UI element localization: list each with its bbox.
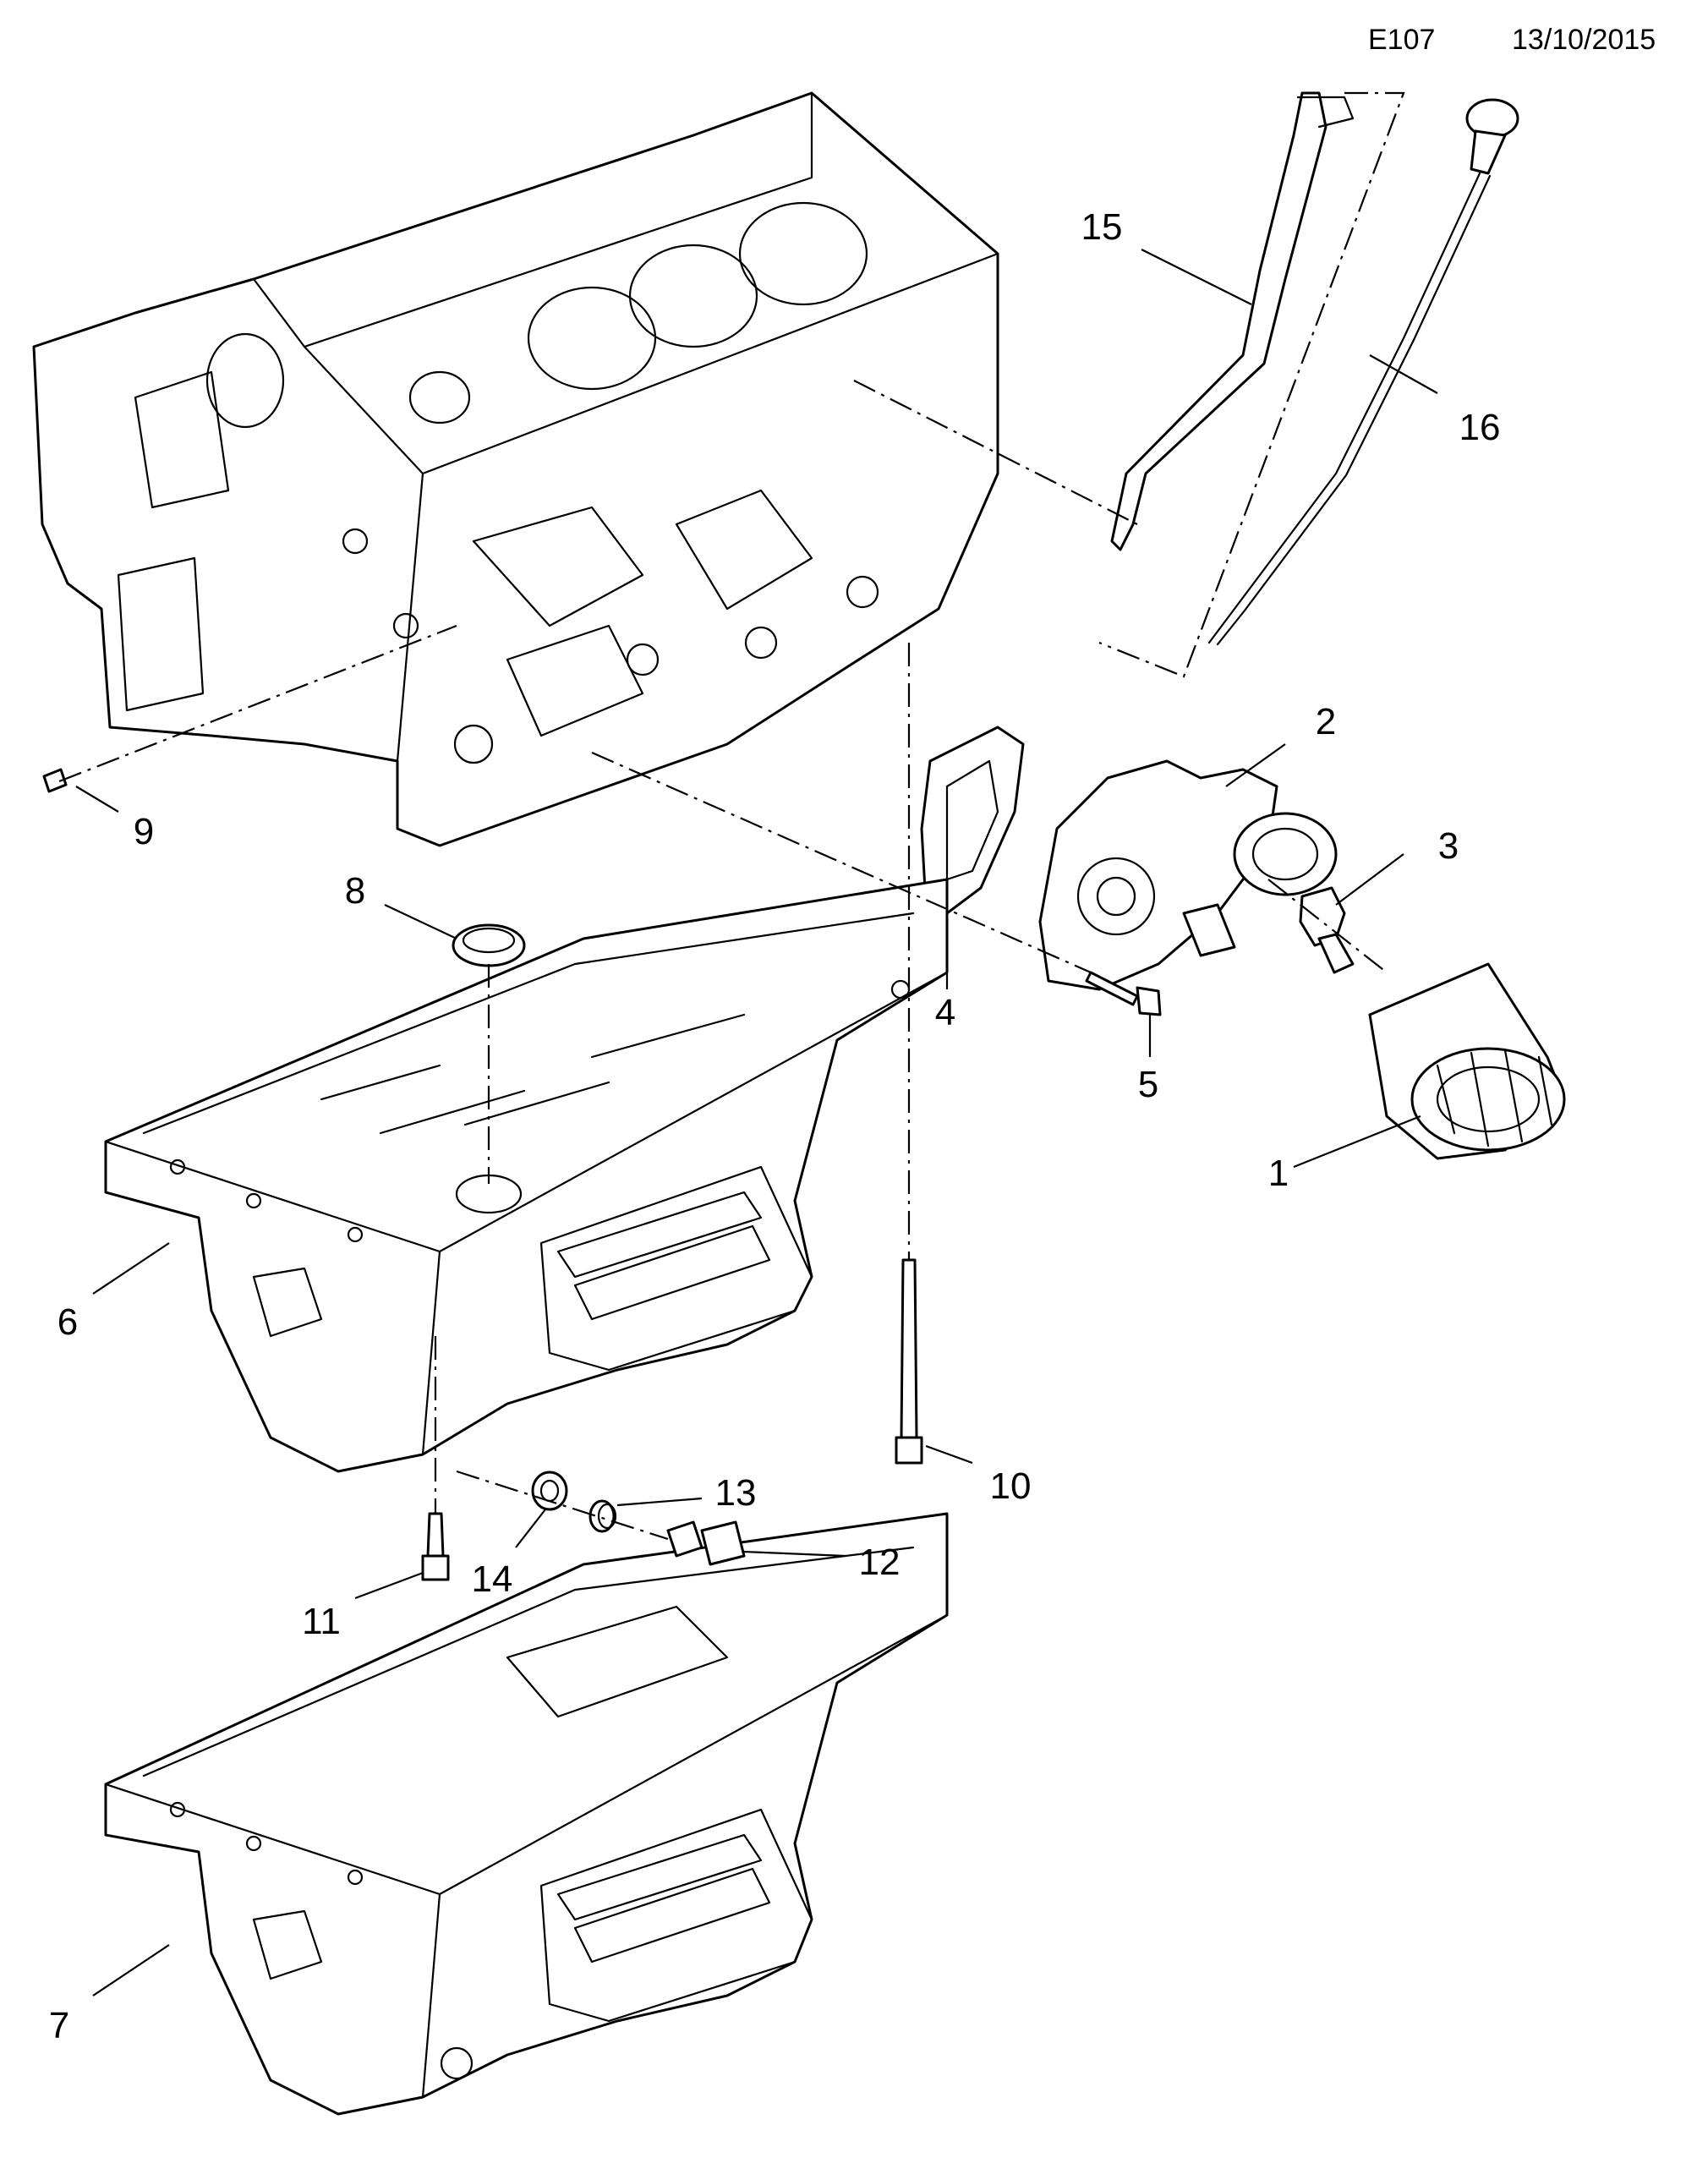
oil-filter-adapter [1038, 759, 1338, 991]
callout-15: 15 [1081, 206, 1123, 248]
adapter-bolt [1085, 971, 1162, 1016]
drain-spring [588, 1499, 617, 1533]
leader-lines [75, 249, 1438, 1996]
pan-short-bolt [421, 1512, 450, 1581]
callout-1: 1 [1268, 1153, 1289, 1194]
callout-7: 7 [49, 2005, 69, 2046]
pan-long-bolt [895, 1258, 923, 1465]
seal-ring [452, 923, 526, 967]
dipstick-tube [1110, 91, 1355, 551]
callout-3: 3 [1438, 825, 1459, 867]
lower-oil-pan [104, 1512, 949, 2116]
callout-14: 14 [472, 1558, 513, 1600]
drain-plug [666, 1520, 746, 1566]
callout-9: 9 [134, 811, 154, 852]
adapter-gasket [920, 726, 1025, 915]
drain-washer [531, 1471, 568, 1511]
diagram-code: E107 [1368, 24, 1436, 56]
callout-11: 11 [302, 1601, 341, 1642]
assembly-centerlines [58, 91, 1405, 1541]
callout-12: 12 [859, 1542, 901, 1583]
callout-5: 5 [1138, 1064, 1158, 1105]
dowel-pin [42, 768, 68, 793]
callout-4: 4 [935, 992, 955, 1033]
callout-2: 2 [1316, 701, 1336, 742]
filter-fitting [1299, 886, 1355, 974]
callout-13: 13 [715, 1472, 757, 1514]
callout-16: 16 [1459, 407, 1501, 448]
callout-8: 8 [345, 870, 365, 912]
diagram-date: 13/10/2015 [1512, 24, 1656, 56]
dipstick [1207, 98, 1519, 646]
callout-10: 10 [990, 1465, 1032, 1507]
oil-filter [1368, 962, 1566, 1160]
upper-oil-pan [104, 878, 949, 1473]
engine-block [32, 91, 999, 847]
callout-6: 6 [57, 1301, 78, 1343]
